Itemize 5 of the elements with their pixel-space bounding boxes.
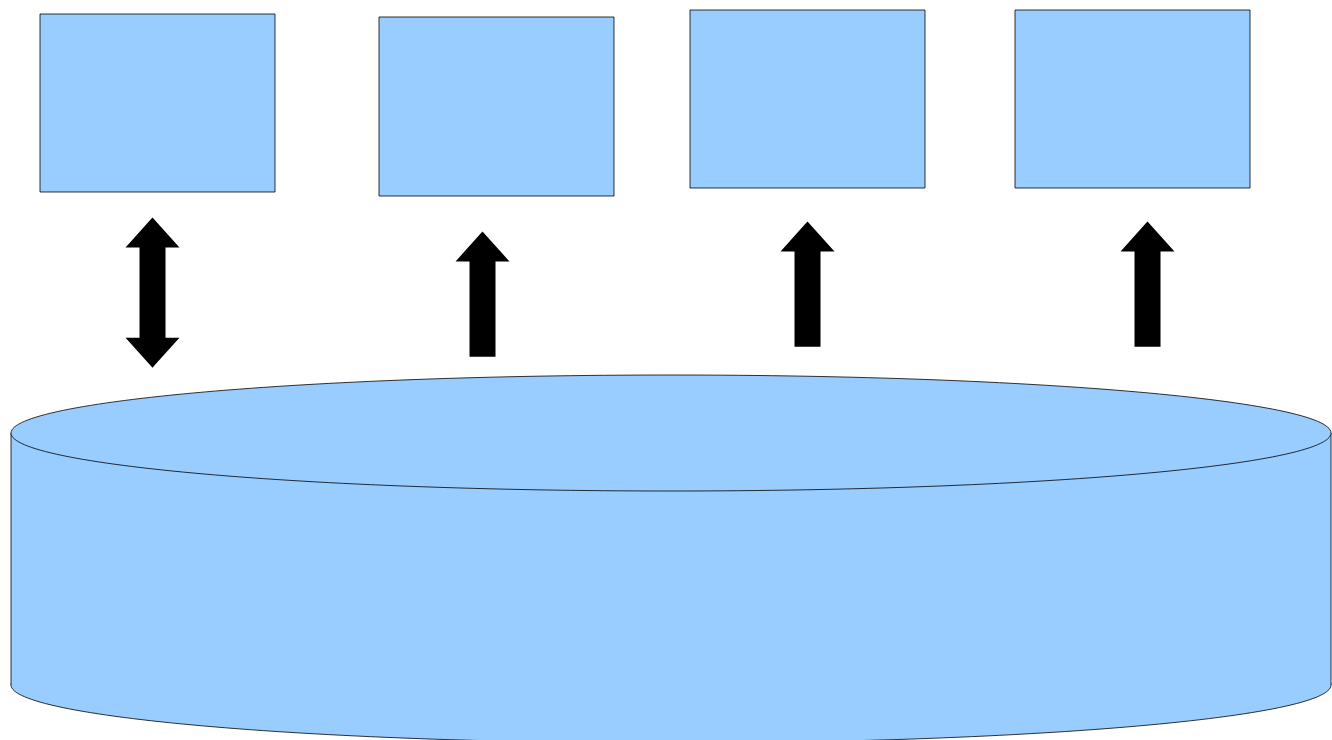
box [39,13,276,193]
box [1014,9,1251,189]
box [689,9,926,189]
cylinder [10,374,1332,740]
box [378,16,615,197]
